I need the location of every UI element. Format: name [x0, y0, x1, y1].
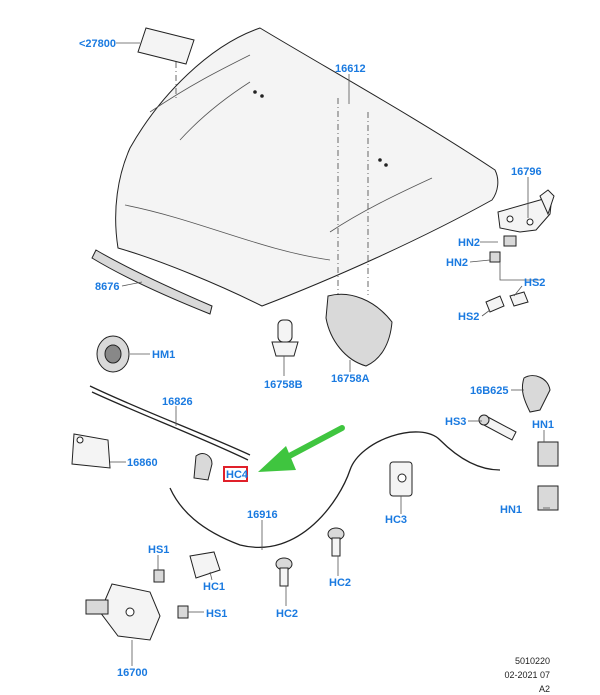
green-arrow	[258, 425, 345, 472]
callout-hc2-right: HC2	[329, 577, 351, 589]
callout-hn1-lower: HN1	[500, 504, 522, 516]
hc4-highlight-box	[223, 466, 248, 482]
hc3-clip	[389, 461, 413, 497]
footer-code: 5010220	[514, 656, 550, 666]
callout-16758b: 16758B	[264, 379, 303, 391]
callout-27800: <27800	[79, 38, 116, 50]
callout-hs3: HS3	[445, 416, 466, 428]
footer-rev: A2	[538, 684, 550, 694]
handle-16b625	[521, 375, 551, 413]
pad-16758a	[325, 293, 393, 367]
callout-hm1: HM1	[152, 349, 175, 361]
callout-16b625: 16B625	[470, 385, 509, 397]
callout-hs1-upper: HS1	[148, 544, 169, 556]
callout-hn2-upper: HN2	[458, 237, 480, 249]
leader-lines	[110, 42, 550, 666]
callout-hc2-left: HC2	[276, 608, 298, 620]
hc4-clip	[193, 453, 213, 481]
prop-rod-16826	[89, 385, 251, 461]
hs1-bolt-upper	[153, 569, 165, 583]
hc2-clip-right	[327, 527, 345, 557]
hn1-clip-lower	[537, 485, 559, 511]
hm1-grommet	[96, 335, 130, 373]
callout-16758a: 16758A	[331, 373, 370, 385]
hood-latch-16700	[85, 583, 161, 641]
callout-hn1-upper: HN1	[532, 419, 554, 431]
hn1-clip-upper	[537, 441, 559, 467]
callout-hn2-lower: HN2	[446, 257, 468, 269]
callout-16700: 16700	[117, 667, 148, 679]
hood-front-moulding	[91, 249, 213, 315]
callout-hc1: HC1	[203, 581, 225, 593]
hood-hinge	[489, 189, 555, 281]
callout-16826: 16826	[162, 396, 193, 408]
hs3-screw	[478, 414, 517, 441]
callout-hs1-lower: HS1	[206, 608, 227, 620]
hood-panel	[115, 27, 499, 307]
hc2-clip-left	[275, 557, 293, 587]
callout-16612: 16612	[335, 63, 366, 75]
callout-8676: 8676	[95, 281, 119, 293]
callout-hc4: HC4	[226, 469, 249, 481]
callout-hs2-lower: HS2	[458, 311, 479, 323]
footer-date: 02-2021 07	[504, 670, 550, 680]
hs2-bolts	[485, 291, 529, 313]
callout-16796: 16796	[511, 166, 542, 178]
hood-insulation-pad	[137, 27, 195, 65]
callout-hc3: HC3	[385, 514, 407, 526]
bump-stop-16758b	[271, 319, 299, 357]
hs1-bolt-lower	[177, 605, 189, 619]
release-cable-16916	[169, 431, 501, 548]
callout-16860: 16860	[127, 457, 158, 469]
bracket-16860	[71, 433, 111, 469]
callout-16916: 16916	[247, 509, 278, 521]
hc1-clip	[189, 551, 221, 579]
callout-hs2-upper: HS2	[524, 277, 545, 289]
